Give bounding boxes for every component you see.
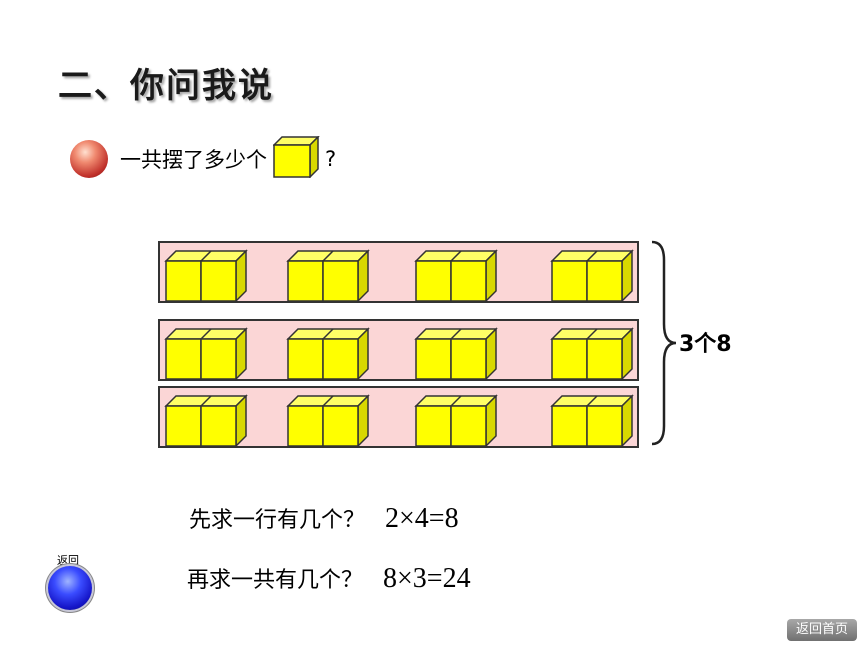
- step-row-1: 先求一行有几个？ 2×4=8: [189, 502, 459, 535]
- cube-icon: [272, 135, 321, 182]
- cube: [322, 260, 359, 302]
- cube: [287, 338, 324, 380]
- cube-group: [550, 327, 634, 381]
- cube: [415, 338, 452, 380]
- cube-group: [286, 249, 370, 303]
- cube-group: [414, 327, 498, 381]
- cube: [450, 260, 487, 302]
- question-mark: ?: [325, 147, 337, 171]
- cube-group: [164, 394, 248, 448]
- cube: [165, 338, 202, 380]
- home-button[interactable]: 返回首页: [787, 619, 857, 641]
- cube-group: [550, 394, 634, 448]
- cube-group: [550, 249, 634, 303]
- back-label: 返回: [57, 554, 79, 567]
- cube: [200, 338, 237, 380]
- cube-row-1: [158, 241, 639, 303]
- question-line: 一共摆了多少个 ?: [70, 135, 337, 182]
- cube: [586, 338, 623, 380]
- cube: [322, 338, 359, 380]
- cube: [287, 260, 324, 302]
- cube-group: [164, 249, 248, 303]
- step-row-2: 再求一共有几个？ 8×3=24: [187, 562, 471, 595]
- cube: [450, 405, 487, 447]
- step-question: 再求一共有几个？: [187, 568, 364, 593]
- step-question: 先求一行有几个？: [189, 508, 366, 533]
- cube: [551, 260, 588, 302]
- cube-row-3: [158, 386, 639, 448]
- cube: [586, 260, 623, 302]
- cube: [165, 405, 202, 447]
- cube: [415, 405, 452, 447]
- cube-group: [414, 394, 498, 448]
- cube: [200, 260, 237, 302]
- slide-title: 二、你问我说: [58, 66, 274, 106]
- cube-group: [286, 394, 370, 448]
- cube: [551, 405, 588, 447]
- cube-group: [414, 249, 498, 303]
- bullet-ball-icon: [70, 140, 108, 178]
- cube: [551, 338, 588, 380]
- cube: [200, 405, 237, 447]
- cube-group: [164, 327, 248, 381]
- cube: [586, 405, 623, 447]
- brace-label: 3个8: [679, 332, 732, 357]
- cube-row-2: [158, 319, 639, 381]
- cube: [165, 260, 202, 302]
- question-text: 一共摆了多少个: [120, 148, 267, 172]
- cube: [322, 405, 359, 447]
- cube-group: [286, 327, 370, 381]
- step-equation: 8×3=24: [383, 563, 471, 594]
- step-equation: 2×4=8: [385, 503, 459, 534]
- right-brace-icon: [651, 240, 677, 446]
- cube: [450, 338, 487, 380]
- cube: [415, 260, 452, 302]
- cube: [287, 405, 324, 447]
- back-button[interactable]: [48, 566, 92, 610]
